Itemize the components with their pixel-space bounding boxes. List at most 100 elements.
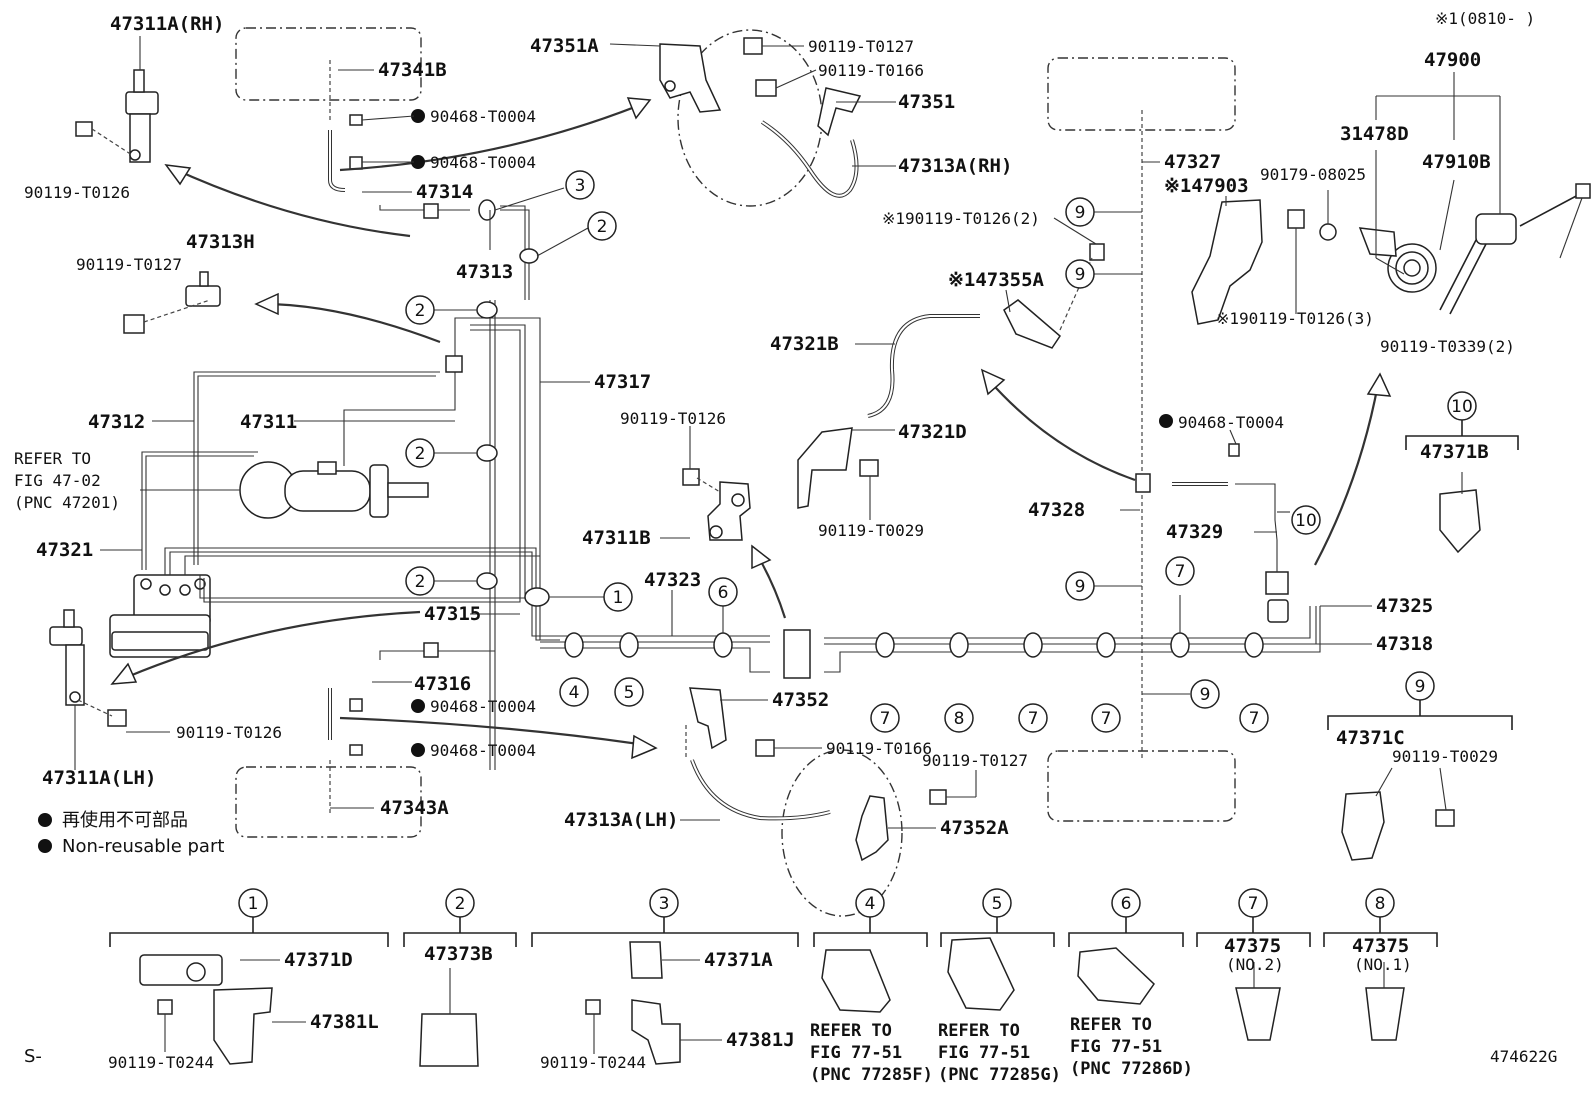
svg-text:5: 5 [992,894,1003,914]
clip-group-labels: 47371D 47381L 90119-T0244 47373B 47371A … [108,935,1412,1085]
clip4-ref-line1: REFER TO [810,1021,892,1041]
clip-90468-d [349,744,363,756]
bracket-47352 [689,687,727,750]
svg-text:7: 7 [1028,709,1039,729]
label-90468-a: 90468-T0004 [430,107,536,126]
bracket-47351A [659,43,722,113]
svg-text:4: 4 [569,683,580,703]
svg-text:9: 9 [1200,685,1211,705]
svg-text:3: 3 [659,894,670,914]
label-47323: 47323 [644,569,701,591]
hose-47314 [328,130,346,192]
fitting-47316 [423,642,439,658]
ref-box-top-left [235,27,422,101]
svg-text:2: 2 [597,217,608,237]
refer-47201-line2: FIG 47-02 [14,471,101,490]
clip-6-marker [713,632,733,658]
bracket-47352A [855,795,889,862]
label-47325: 47325 [1376,595,1433,617]
fitting-47325-body [1267,599,1289,623]
clip-2-marker-c [476,444,498,462]
clip-90468-a [349,114,363,126]
fitting-47313H [123,271,221,334]
label-90119-T0339-visible: 90119-T0339(2) [1380,337,1515,356]
label-47314: 47314 [416,181,473,203]
label-190119-T0126-2: ※190119-T0126(2) [882,209,1040,228]
label-90119-T0126-c: 90119-T0126 [620,409,726,428]
clip5-ref-line3: (PNC 77285G) [938,1065,1061,1085]
label-47313: 47313 [456,261,513,283]
fitting-47311 [445,355,463,373]
hose-47313A-lh [690,759,831,821]
label-47313A-lh: 47313A(LH) [564,809,678,831]
svg-text:5: 5 [624,683,635,703]
label-47321: 47321 [36,539,93,561]
bullet-90468-d [411,743,425,757]
label-47311A-lh: 47311A(LH) [42,767,156,789]
label-90119-T0127-b: 90119-T0127 [808,37,914,56]
clip6-ref-line1: REFER TO [1070,1015,1152,1035]
svg-text:2: 2 [415,444,426,464]
svg-text:2: 2 [455,894,466,914]
abs-actuator [109,574,211,658]
clip5-ref-line1: REFER TO [938,1021,1020,1041]
valve-47311A-rh [75,69,159,163]
clip-7-marker-d [1170,632,1190,658]
bracket-147355A [1003,299,1061,349]
clip-2-marker-a [519,248,539,264]
refer-47201-line3: (PNC 47201) [14,493,120,512]
main-brake-lines [540,606,1321,679]
bolt-90119-T0127-a [123,314,145,334]
svg-text:7: 7 [1175,562,1186,582]
label-47352: 47352 [772,689,829,711]
label-47375-no2-sub: (NO.2) [1226,955,1284,974]
label-47900: 47900 [1424,49,1481,71]
svg-text:10: 10 [1295,511,1317,531]
clip-8-marker [949,632,969,658]
label-90179-08025: 90179-08025 [1260,165,1366,184]
clip-sketches [139,489,1481,1067]
fitting-47325 [1265,571,1289,595]
label-47321B: 47321B [770,333,839,355]
label-47328: 47328 [1028,499,1085,521]
label-47316: 47316 [414,673,471,695]
label-90468-e: 90468-T0004 [1178,413,1284,432]
label-47371C: 47371C [1336,727,1405,749]
refer-47201-line1: REFER TO [14,449,91,468]
clip6-ref-line3: (PNC 77286D) [1070,1059,1193,1079]
svg-text:7: 7 [1101,709,1112,729]
bolt-90119-T0126-lh [107,709,127,727]
bolt-90119-T0127-c [929,789,947,805]
label-47371A: 47371A [704,949,773,971]
bracket-47311B [682,468,751,541]
legend-bullet-en [38,839,52,853]
ref-box-bottom-right [1047,750,1236,822]
label-147903: ※147903 [1164,175,1249,197]
bolt-90119-T0127-b [743,37,763,55]
label-47311: 47311 [240,411,297,433]
bolt-90119-T0166-b [755,739,775,757]
clip-90468-e [1228,443,1240,457]
label-47375-no1: 47375 [1352,935,1409,957]
legend-bullet-jp [38,813,52,827]
svg-text:6: 6 [718,583,729,603]
label-90119-T0126-a: 90119-T0126 [24,183,130,202]
valve-47311A-lh [49,609,127,727]
label-47381L: 47381L [310,1011,379,1033]
bolt-90119-T0029-a [859,459,879,477]
svg-text:3: 3 [575,176,586,196]
svg-text:2: 2 [415,572,426,592]
label-47329: 47329 [1166,521,1223,543]
clip-90468-b [349,156,363,170]
label-47351A: 47351A [530,35,599,57]
label-90119-T0127-a: 90119-T0127 [76,255,182,274]
master-cylinder [239,461,429,519]
svg-text:8: 8 [1375,894,1386,914]
bullet-90468-c [411,699,425,713]
nut-90179-08025 [1319,223,1337,241]
label-47313A-rh: 47313A(RH) [898,155,1012,177]
clip-4-marker [564,632,584,658]
label-47371D: 47371D [284,949,353,971]
label-90468-c: 90468-T0004 [430,697,536,716]
leader-lines [74,36,1583,1054]
